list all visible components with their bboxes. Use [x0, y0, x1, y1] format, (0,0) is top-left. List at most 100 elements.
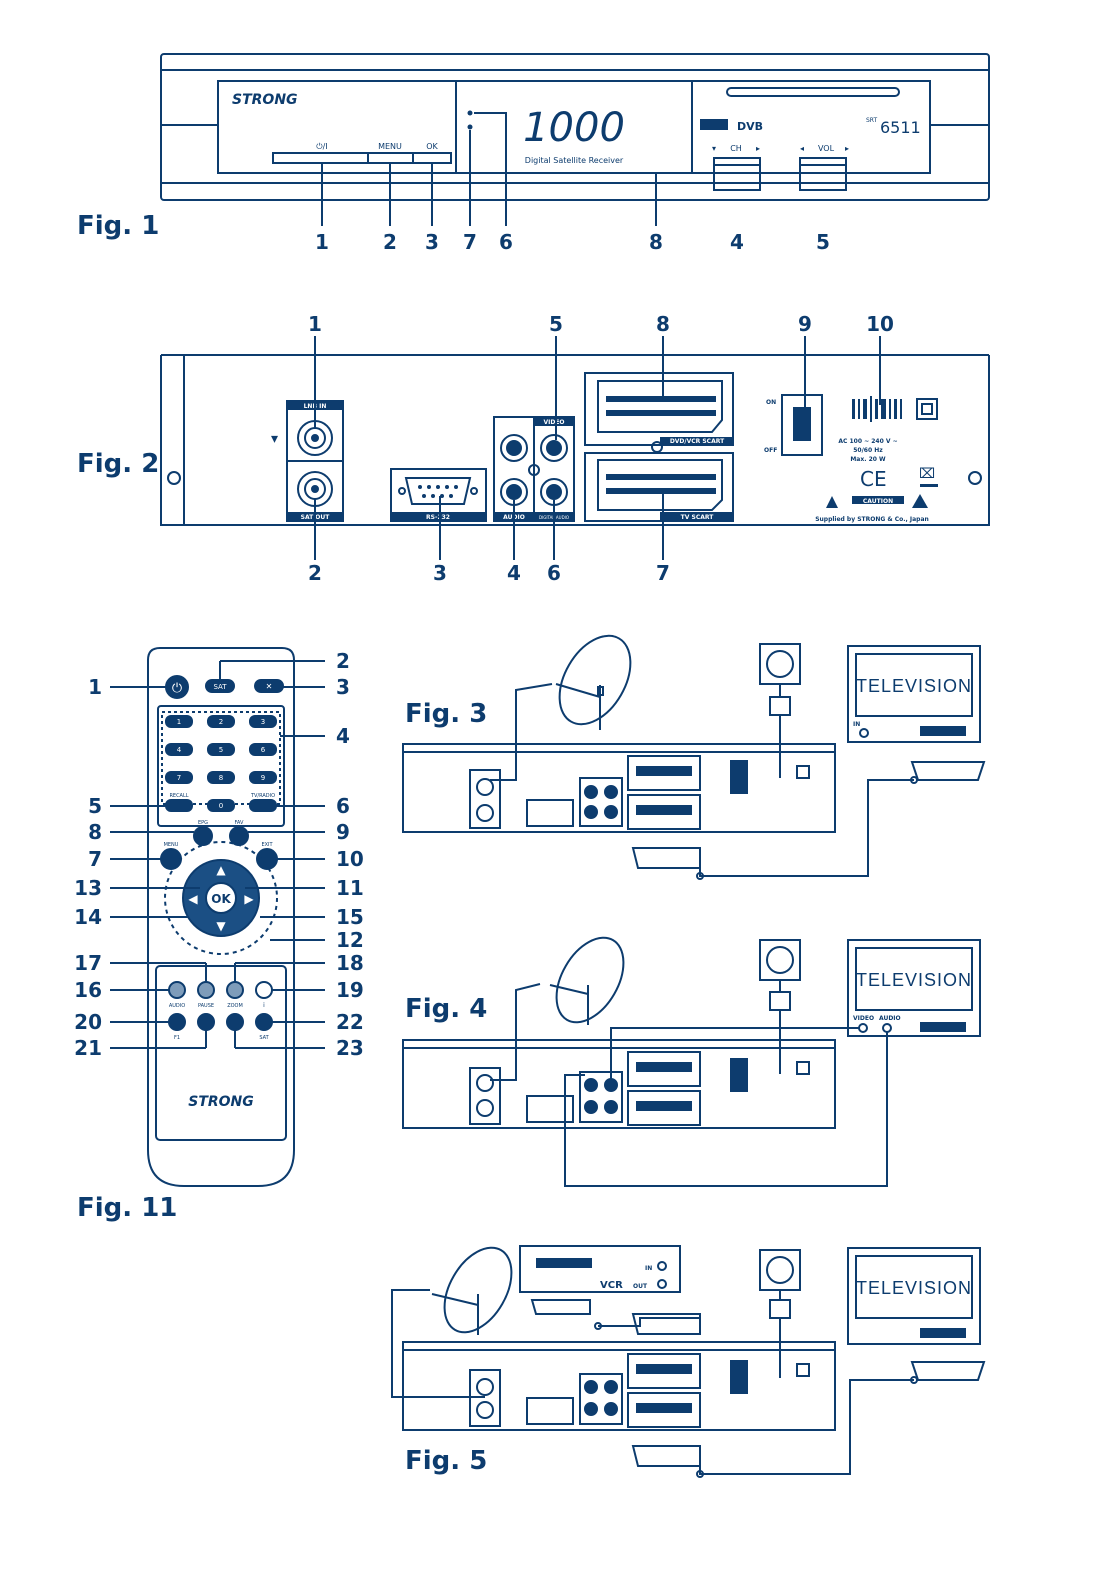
fig1-ch-up-arrow: ▸ [756, 144, 760, 153]
fig11-remote-control: ⏻ SAT ✕ 1 2 3 4 5 6 7 8 9 0 RECALL TV/RA… [74, 647, 364, 1187]
fig11-audio-button [168, 981, 186, 999]
fig2-warning-icon-left [826, 496, 838, 508]
fig2-switch-on-label: ON [766, 399, 776, 406]
fig11-callout-18: 18 [336, 951, 364, 975]
fig3-scart-cable [699, 779, 914, 877]
fig1-vol-buttons [799, 157, 847, 166]
fig4-tv-video-label: VIDEO [853, 1015, 874, 1022]
fig1-leader-5 [799, 165, 847, 191]
fig11-callout-4: 4 [336, 724, 350, 748]
fig2-warning-icon-right [912, 494, 928, 508]
fig1-standby-label: ⏻/I [316, 142, 327, 151]
fig1-callout-3: 3 [425, 230, 439, 254]
fig11-callout-1: 1 [88, 675, 102, 699]
fig4-audio-cable [564, 1032, 888, 1187]
fig2-vcr-scart-block [584, 372, 734, 446]
fig1-vol-up-arrow: ▸ [845, 144, 849, 153]
fig3-tv-scart-plug [910, 761, 986, 781]
fig11-caption: Fig. 11 [77, 1193, 178, 1223]
fig2-callout-8: 8 [656, 312, 670, 336]
fig11-digit-labels: 1 2 3 4 5 6 7 8 9 0 [177, 718, 266, 810]
fig1-front-panel: STRONG ⏻/I MENU OK 1000 Digital Satellit… [160, 53, 990, 254]
fig5-connection-diagram: VCR IN OUT TELEVISION [391, 1245, 986, 1478]
fig11-left-leaders [110, 686, 207, 1049]
fig5-tv-scart-cable [699, 1379, 914, 1475]
fig11-sat2-button [255, 1013, 273, 1031]
fig11-nav-outer-ring [164, 841, 278, 955]
fig2-ce-mark: CE [860, 467, 887, 491]
fig2-tv-scart-block [584, 452, 734, 522]
fig1-ok-button [412, 152, 452, 164]
fig11-callout-23: 23 [336, 1036, 364, 1060]
fig1-leader-4 [713, 165, 761, 191]
fig1-callout-2: 2 [383, 230, 397, 254]
fig2-switch-off-label: OFF [764, 447, 777, 454]
fig11-callout-11: 11 [336, 876, 364, 900]
fig11-callout-19: 19 [336, 978, 364, 1002]
fig2-callout-1: 1 [308, 312, 322, 336]
fig4-receiver [402, 1039, 836, 1129]
fig2-callout-9: 9 [798, 312, 812, 336]
fig5-vcr-label: VCR [600, 1280, 623, 1291]
fig5-vcr-scart-cable [598, 1317, 700, 1327]
fig11-pause-label: PAUSE [198, 1003, 214, 1009]
fig11-callout-20: 20 [74, 1010, 102, 1034]
fig1-callout-1: 1 [315, 230, 329, 254]
fig1-leader-6 [474, 112, 507, 226]
fig11-pause-button [197, 981, 215, 999]
fig1-mpeg-logo [700, 119, 728, 130]
fig2-power-switch [781, 394, 823, 456]
fig11-callout-3: 3 [336, 675, 350, 699]
fig11-digit-5: 5 [219, 746, 223, 754]
fig11-brand-logo: STRONG [188, 1094, 254, 1110]
fig5-lnb-cable [391, 1289, 485, 1398]
fig2-double-insulation-icon [916, 398, 938, 420]
fig11-digit-9: 9 [261, 774, 265, 782]
fig1-menu-label: MENU [378, 142, 402, 151]
fig1-dvb-logo: DVB [737, 120, 763, 133]
fig1-vol-label: VOL [818, 144, 835, 153]
fig11-f3-button [226, 1013, 244, 1031]
fig11-callout-22: 22 [336, 1010, 364, 1034]
fig1-model-number: 6511 [880, 118, 921, 137]
fig5-receiver-scart-plug [631, 1445, 701, 1467]
fig11-tvradio-label: TV/RADIO [250, 793, 275, 799]
fig1-callout-6: 6 [499, 230, 513, 254]
fig11-callout-12: 12 [336, 928, 364, 952]
fig11-digit-2: 2 [219, 718, 223, 726]
fig5-vcr-out-label: OUT [633, 1283, 648, 1290]
fig5-satellite-dish [443, 1246, 513, 1334]
fig5-vcr-scart-plug [530, 1299, 591, 1315]
fig2-rating-line-3: Max. 20 W [850, 456, 886, 463]
fig11-digit-8: 8 [219, 774, 223, 782]
fig5-caption: Fig. 5 [405, 1446, 488, 1476]
fig11-exit-label: EXIT [261, 842, 273, 848]
fig2-video-jack [540, 434, 568, 462]
fig11-digit-7: 7 [177, 774, 181, 782]
fig11-callout-21: 21 [74, 1036, 102, 1060]
fig11-callout-10: 10 [336, 847, 364, 871]
fig11-down-arrow-icon: ▼ [216, 919, 226, 933]
fig11-remote-body [147, 647, 295, 1187]
fig1-led-bottom [467, 124, 473, 130]
fig11-f1-button [168, 1013, 186, 1031]
fig1-ch-label: CH [730, 144, 742, 153]
fig11-fav-label: FAV [235, 820, 245, 826]
fig4-connection-diagram: TELEVISION VIDEO AUDIO [402, 936, 981, 1187]
fig11-epg-label: EPG [198, 820, 208, 826]
fig11-callout-16: 16 [74, 978, 102, 1002]
fig2-callout-6: 6 [547, 561, 561, 585]
fig11-digit-keys [165, 715, 277, 812]
fig11-recall-button [165, 799, 193, 812]
fig11-f2-button [197, 1013, 215, 1031]
fig3-tv-in-label: IN [853, 721, 860, 728]
fig2-callout-7: 7 [656, 561, 670, 585]
fig1-caption: Fig. 1 [77, 211, 160, 241]
fig2-tv-scart-connector [597, 459, 723, 511]
fig1-display-value: 1000 [523, 105, 625, 151]
fig3-receiver-scart-plug [631, 847, 701, 869]
fig4-television [847, 939, 981, 1037]
fig2-caution-label: CAUTION [863, 498, 893, 505]
fig5-vcr [519, 1245, 681, 1293]
fig11-callout-8: 8 [88, 820, 102, 844]
